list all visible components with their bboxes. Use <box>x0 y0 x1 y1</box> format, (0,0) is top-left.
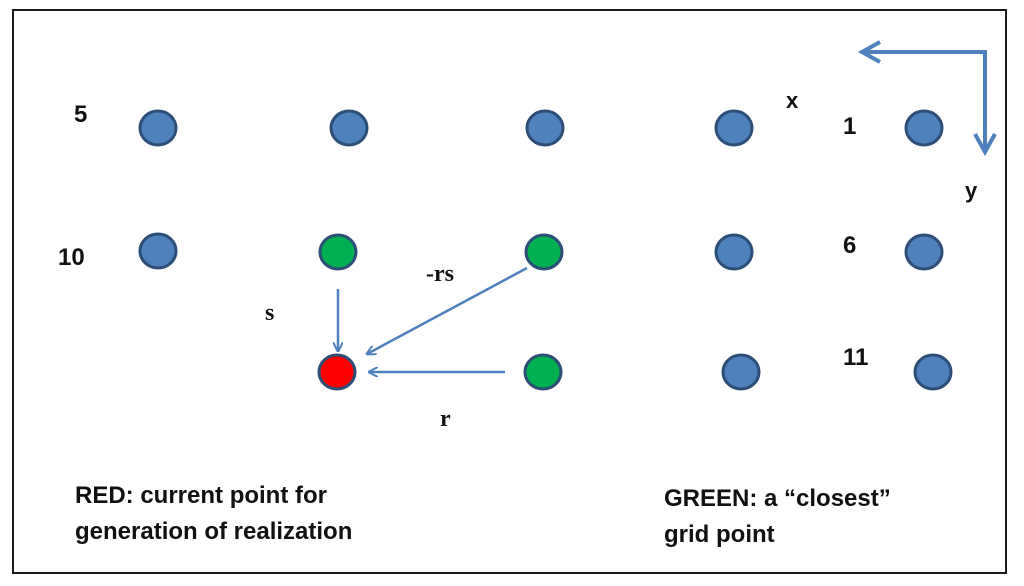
index-label-1: 1 <box>843 113 856 140</box>
grid-point <box>329 109 369 147</box>
green-legend-line2: grid point <box>664 521 775 548</box>
axis-y-label: y <box>965 178 978 203</box>
vector-s-label: s <box>265 300 274 326</box>
green-legend-line1: GREEN: a “closest” <box>664 485 891 512</box>
diagram-frame <box>12 9 1007 574</box>
index-label-11: 11 <box>843 344 868 371</box>
y-arrowhead-icon <box>973 133 997 157</box>
red-legend-line1: RED: current point for <box>75 482 327 509</box>
grid-point <box>714 109 754 147</box>
red-legend: RED: current point for generation of rea… <box>75 478 352 550</box>
vector-r-label: r <box>440 406 451 432</box>
grid-point <box>138 232 178 270</box>
green-legend: GREEN: a “closest” grid point <box>664 481 891 553</box>
grid-point <box>138 109 178 147</box>
vector-neg-rs-arrow <box>367 266 528 354</box>
grid-point <box>721 353 761 391</box>
index-label-5: 5 <box>74 101 87 128</box>
closest-grid-point <box>318 233 358 271</box>
red-legend-line2: generation of realization <box>75 518 353 545</box>
vector-neg-rs-label: -rs <box>426 261 454 287</box>
axis-x-label: x <box>786 88 799 113</box>
grid-point <box>714 233 754 271</box>
grid-point <box>525 109 565 147</box>
x-arrowhead-icon <box>857 40 881 64</box>
index-label-6: 6 <box>843 232 856 259</box>
closest-grid-point <box>523 353 563 391</box>
grid-point <box>913 353 953 391</box>
grid-point <box>904 109 944 147</box>
closest-grid-point <box>524 233 564 271</box>
current-point <box>317 353 357 391</box>
index-label-10: 10 <box>58 244 85 271</box>
grid-point <box>904 233 944 271</box>
